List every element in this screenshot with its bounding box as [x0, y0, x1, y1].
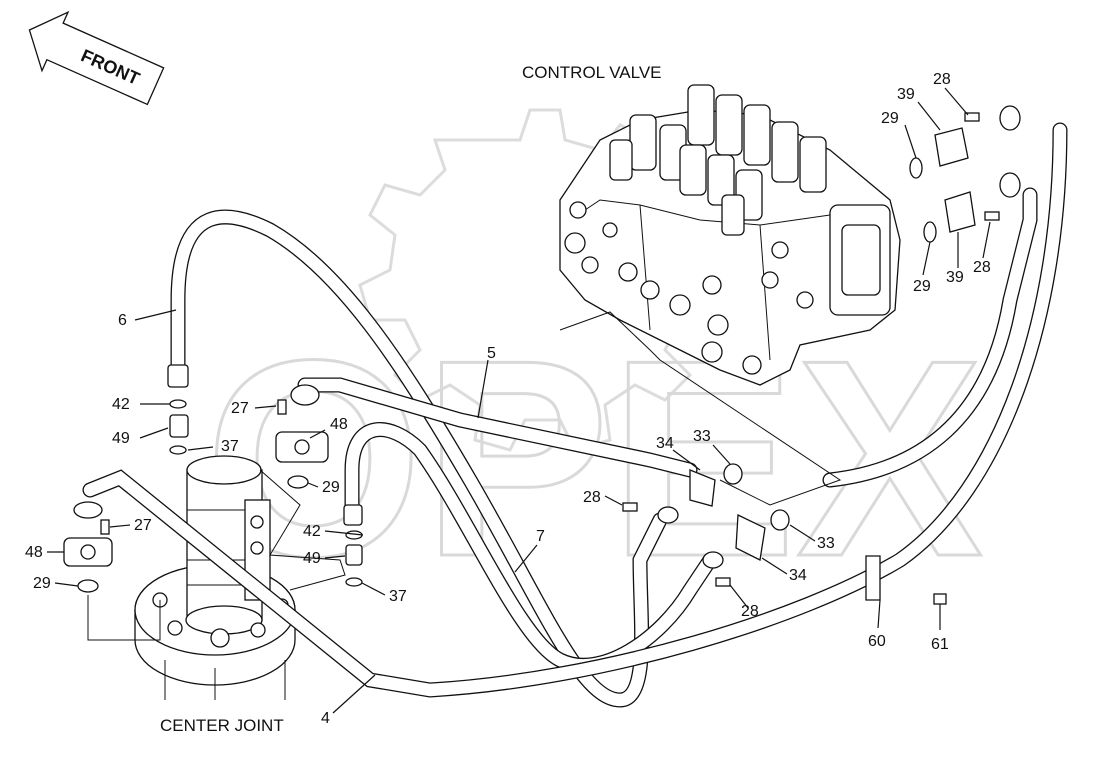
clamp-60 [865, 555, 881, 601]
callout-39b: 39 [946, 269, 964, 286]
callout-28c: 28 [933, 71, 951, 88]
callout-37a: 37 [221, 438, 239, 455]
watermark: OPEX [204, 108, 986, 617]
bolt-28d [984, 211, 1000, 221]
bolt-61 [933, 593, 947, 605]
callout-60: 60 [868, 633, 886, 650]
callout-37b: 37 [389, 588, 407, 605]
bolt-27b [100, 519, 110, 535]
oring-33b [770, 509, 790, 531]
control-valve [559, 84, 901, 386]
callout-34b: 34 [789, 567, 807, 584]
callout-34a: 34 [656, 435, 674, 452]
oring-29d [923, 221, 937, 243]
hose-7 [344, 422, 718, 673]
callout-6: 6 [118, 312, 127, 329]
watermark-text: OPEX [205, 303, 984, 615]
callout-4: 4 [321, 710, 330, 727]
oring-29b [77, 579, 99, 593]
callout-49b: 49 [303, 550, 321, 567]
control-valve-title: CONTROL VALVE [522, 63, 662, 82]
oring-37b [345, 577, 363, 587]
callout-29d: 29 [913, 278, 931, 295]
callout-27b: 27 [134, 517, 152, 534]
oring-33a [723, 463, 743, 485]
callout-42a: 42 [112, 396, 130, 413]
bolt-28a [622, 502, 638, 512]
flange-39b [944, 191, 976, 233]
callout-49a: 49 [112, 430, 130, 447]
flange-39a [934, 127, 969, 167]
fittings [63, 105, 1021, 605]
callout-5: 5 [487, 345, 496, 362]
callouts: 6 5 7 4 42 49 37 27 48 29 42 49 37 27 48… [25, 71, 991, 727]
oring-29c [909, 157, 923, 179]
bolt-27a [277, 399, 287, 415]
flange-34b [735, 513, 766, 561]
callout-33a: 33 [693, 428, 711, 445]
center-joint-title: CENTER JOINT [160, 716, 284, 735]
callout-29a: 29 [322, 479, 340, 496]
oring-29a [287, 475, 309, 489]
callout-28a: 28 [583, 489, 601, 506]
callout-48a: 48 [330, 416, 348, 433]
callout-39a: 39 [897, 86, 915, 103]
valve-ports [564, 201, 814, 375]
flange-34a [689, 469, 716, 507]
callout-48b: 48 [25, 544, 43, 561]
front-arrow: FRONT [28, 10, 165, 106]
callout-27a: 27 [231, 400, 249, 417]
oring-37a [169, 445, 187, 455]
callout-33b: 33 [817, 535, 835, 552]
valve-spools [609, 84, 827, 236]
callout-28b: 28 [741, 603, 759, 620]
hose-6 [170, 209, 668, 708]
bolt-28b [715, 577, 731, 587]
hose-5 [297, 377, 698, 478]
hose-upper-right [822, 187, 1038, 488]
callout-29c: 29 [881, 110, 899, 127]
hose-4 [82, 122, 1068, 698]
adapter-49b [345, 544, 363, 566]
bolt-28c [964, 112, 980, 122]
callout-7: 7 [536, 528, 545, 545]
callout-29b: 29 [33, 575, 51, 592]
oring-42a [169, 399, 187, 409]
callout-61: 61 [931, 636, 949, 653]
adapter-49a [169, 414, 189, 438]
leader-lines [47, 87, 991, 714]
callout-28d: 28 [973, 259, 991, 276]
fitting-6-end [167, 364, 189, 388]
callout-42b: 42 [303, 523, 321, 540]
